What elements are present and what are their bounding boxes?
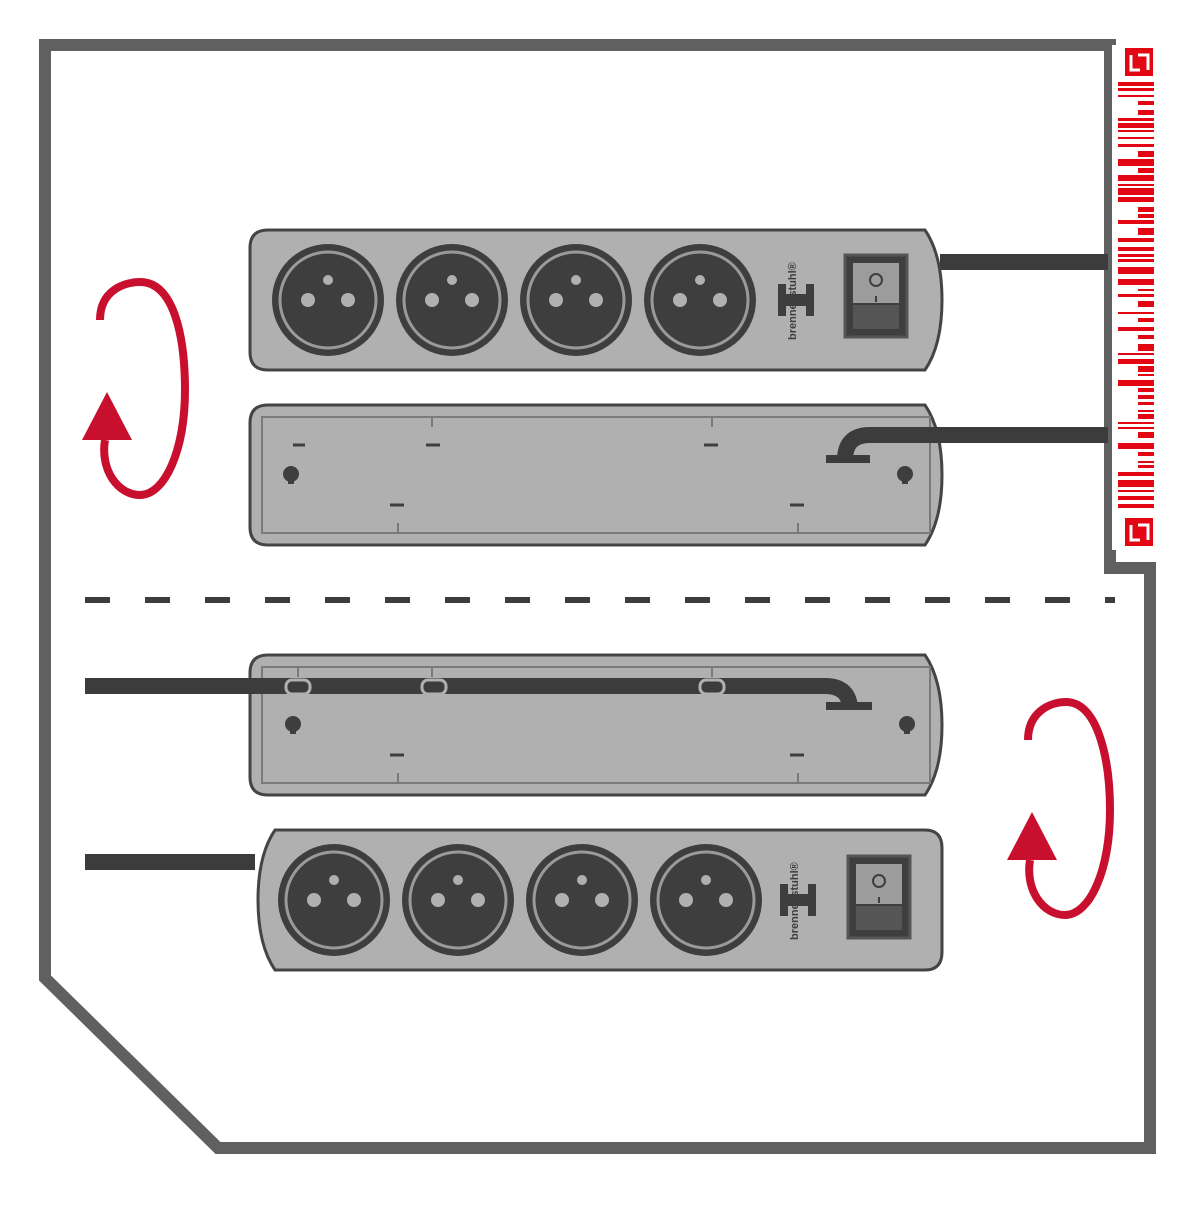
socket-3	[520, 244, 632, 356]
barcode-bar	[1138, 214, 1154, 218]
barcode-bar	[1118, 480, 1154, 487]
barcode-bar	[1118, 294, 1154, 297]
barcode-bar	[1138, 432, 1154, 438]
power-strip-back-bottom	[85, 653, 944, 797]
barcode-bar	[1118, 197, 1154, 202]
brand-logo-top-icon	[1125, 48, 1153, 76]
barcode-bar	[1138, 228, 1154, 235]
socket-2	[396, 244, 508, 356]
barcode-bar	[1118, 267, 1154, 274]
keyhole-right-icon	[899, 716, 915, 734]
barcode-bar	[1118, 380, 1154, 386]
barcode-bar	[1118, 159, 1154, 166]
keyhole-right-icon	[897, 466, 913, 484]
brand-emblem-icon	[778, 284, 814, 316]
socket-1	[272, 244, 384, 356]
barcode-bar	[1118, 490, 1154, 492]
power-switch	[843, 253, 909, 339]
barcode-bar	[1118, 259, 1154, 262]
barcode-bar	[1118, 220, 1154, 224]
socket-1	[278, 844, 390, 956]
barcode-bar	[1138, 335, 1154, 339]
socket-2	[402, 844, 514, 956]
barcode-bar	[1118, 496, 1154, 500]
barcode-bar	[1118, 422, 1154, 424]
barcode-bar	[1118, 175, 1154, 181]
keyhole-left-icon	[283, 466, 299, 484]
barcode-bar	[1118, 312, 1154, 314]
barcode-bar	[1118, 359, 1154, 364]
barcode-bar	[1118, 427, 1154, 429]
barcode-bar	[1118, 254, 1154, 257]
barcode-bar	[1118, 188, 1154, 195]
rotate-arrow-left-icon	[82, 277, 190, 500]
barcode-bar	[1118, 82, 1154, 86]
barcode-bar	[1118, 118, 1154, 121]
barcode-bar	[1138, 344, 1154, 351]
barcode-bar	[1138, 318, 1154, 322]
barcode-bar	[1138, 402, 1154, 405]
barcode-bar	[1118, 443, 1154, 449]
barcode-bar	[1138, 207, 1154, 212]
barcode-bar	[1138, 414, 1154, 419]
barcode-bar	[1138, 410, 1154, 412]
barcode-bar	[1118, 472, 1154, 476]
barcode-bar	[1138, 461, 1154, 463]
barcode-bar	[1118, 137, 1154, 139]
barcode-bar	[1138, 301, 1154, 307]
barcode-bar	[1138, 151, 1154, 157]
rotate-arrow-right-icon	[1007, 697, 1115, 920]
barcode-bar	[1138, 110, 1154, 115]
barcode-bar	[1118, 95, 1154, 97]
mount-slot	[293, 417, 804, 533]
barcode-bar	[1118, 279, 1154, 285]
brand-wordmark: brennenstuhl®	[789, 862, 801, 940]
socket-4	[644, 244, 756, 356]
socket-4	[650, 844, 762, 956]
barcode-bar	[1118, 123, 1154, 128]
barcode-bars	[1118, 82, 1154, 508]
barcode-bar	[1118, 130, 1154, 132]
barcode-bar	[1118, 353, 1154, 355]
barcode-bar	[1118, 504, 1154, 508]
brand-wordmark: brennenstuhl®	[787, 262, 799, 340]
barcode-bar	[1118, 88, 1154, 91]
barcode-bar	[1118, 247, 1154, 251]
mount-slot	[297, 667, 804, 783]
brand-logo-bottom-icon	[1125, 518, 1153, 546]
brand-emblem-icon	[780, 884, 816, 916]
power-strip-front-bottom: brennenstuhl®	[85, 828, 944, 972]
power-strip-back-top	[248, 403, 1108, 547]
barcode-bar	[1118, 144, 1154, 147]
barcode-bar	[1118, 238, 1154, 242]
barcode-bar	[1138, 101, 1154, 105]
socket-3	[526, 844, 638, 956]
power-strip-front-top: brennenstuhl®	[248, 228, 1108, 372]
barcode-strip	[1112, 45, 1160, 550]
outer-frame	[39, 39, 1156, 1154]
barcode-bar	[1118, 327, 1154, 331]
power-switch	[846, 854, 912, 940]
barcode-bar	[1118, 184, 1154, 186]
cable-clip	[284, 678, 726, 696]
barcode-bar	[1138, 465, 1154, 468]
barcode-bar	[1138, 289, 1154, 291]
barcode-bar	[1138, 388, 1154, 392]
barcode-bar	[1138, 366, 1154, 372]
barcode-bar	[1138, 374, 1154, 376]
keyhole-left-icon	[285, 716, 301, 734]
barcode-bar	[1138, 452, 1154, 456]
barcode-bar	[1138, 395, 1154, 399]
barcode-bar	[1138, 168, 1154, 173]
